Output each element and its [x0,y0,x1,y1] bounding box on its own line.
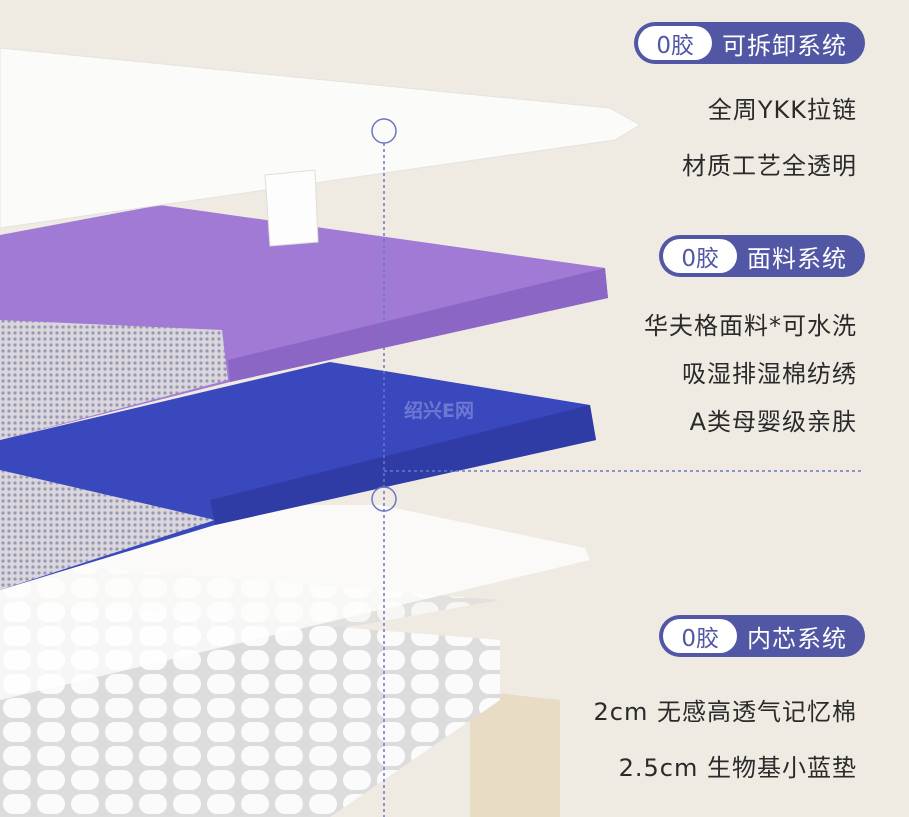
zero-glue-tag: 0胶 [638,26,712,60]
memory-foam-layer [0,505,590,700]
feature-text: 华夫格面料*可水洗 [644,312,857,340]
section-pill-fabric: 0胶 面料系统 [659,235,865,277]
section-title: 面料系统 [747,244,847,273]
removable-cover-layer [0,47,641,247]
feature-text: 材质工艺全透明 [682,152,857,180]
section-title: 内芯系统 [747,624,847,653]
feature-text: A类母婴级亲肤 [689,408,857,436]
purple-fabric-layer [0,205,608,440]
zero-glue-tag: 0胶 [663,239,737,273]
marker-circle-icon [371,486,397,512]
section-pill-core: 0胶 内芯系统 [659,615,865,657]
feature-text: 2cm 无感高透气记忆棉 [593,698,857,726]
section-pill-removable: 0胶 可拆卸系统 [634,22,865,64]
blue-pad-layer [0,362,596,590]
feature-text: 2.5cm 生物基小蓝垫 [618,754,857,782]
section-title: 可拆卸系统 [722,31,847,60]
watermark: 绍兴E网 [404,400,474,422]
feature-text: 吸湿排湿棉纺绣 [682,360,857,388]
marker-circle-icon [371,118,397,144]
feature-text: 全周YKK拉链 [707,96,857,124]
zero-glue-tag: 0胶 [663,619,737,653]
